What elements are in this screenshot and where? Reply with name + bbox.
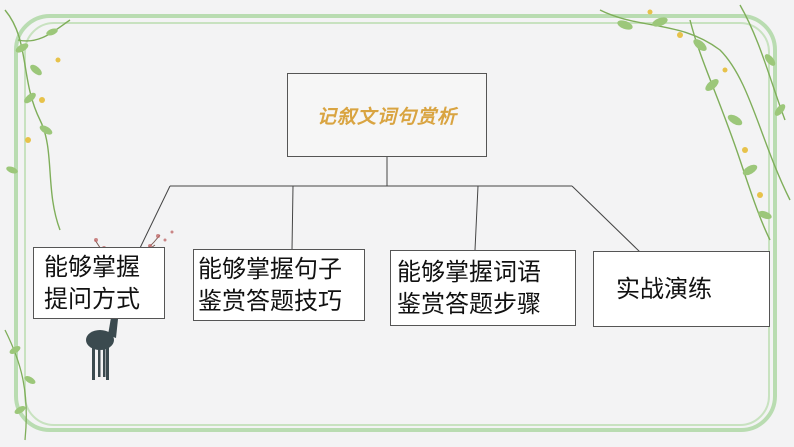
decorative-frame <box>14 14 777 432</box>
child-node-line-1: 实战演练 <box>616 275 712 303</box>
child-node-line-2: 鉴赏答题技巧 <box>198 287 342 315</box>
child-node-practice: 实战演练 <box>593 251 770 327</box>
child-node-line-2: 提问方式 <box>44 285 140 313</box>
child-node-line-2: 鉴赏答题步骤 <box>397 290 541 318</box>
root-node: 记叙文词句赏析 <box>287 73 487 157</box>
root-node-label: 记叙文词句赏析 <box>316 105 457 128</box>
child-node-sentence-skills: 能够掌握句子 鉴赏答题技巧 <box>193 249 365 321</box>
child-node-line-1: 能够掌握词语 <box>397 258 541 286</box>
child-node-question-format: 能够掌握 提问方式 <box>33 247 165 319</box>
vine-top-left-icon <box>4 9 71 231</box>
decorative-frame-inner <box>24 22 770 426</box>
child-node-line-1: 能够掌握 <box>44 253 140 281</box>
child-node-line-1: 能够掌握句子 <box>198 255 342 283</box>
child-node-word-steps: 能够掌握词语 鉴赏答题步骤 <box>390 250 576 326</box>
vine-bottom-left-icon <box>4 329 27 441</box>
